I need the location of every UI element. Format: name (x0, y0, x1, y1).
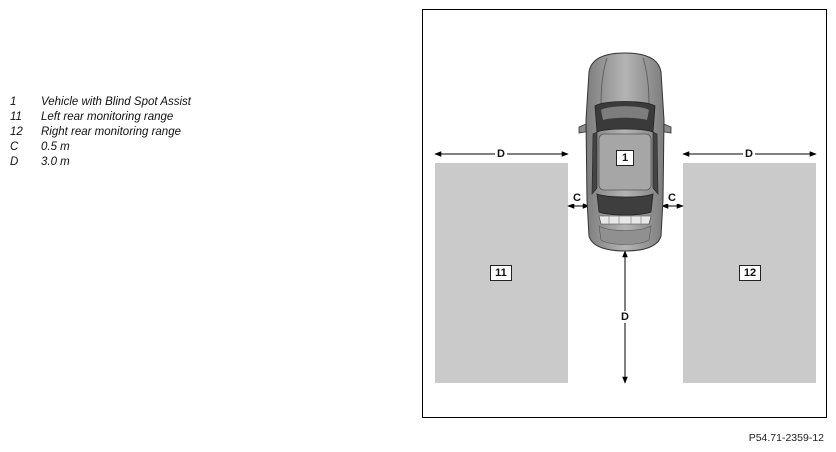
dimension-c-left-label: C (571, 192, 583, 204)
diagram-frame: 1 11 12 D D C C D (422, 9, 827, 418)
figure-id: P54.71-2359-12 (748, 432, 824, 444)
legend-key: 11 (10, 111, 22, 123)
legend-key: 12 (10, 126, 23, 138)
legend-description: Vehicle with Blind Spot Assist (41, 96, 191, 108)
legend-description: Right rear monitoring range (41, 126, 181, 138)
dimension-c-right-label: C (666, 192, 678, 204)
legend-description: 0.5 m (41, 141, 70, 153)
dimension-d-rear-label: D (619, 311, 631, 323)
diagram-graphics (434, 52, 817, 384)
right-zone-callout: 12 (739, 265, 761, 281)
legend-key: D (10, 156, 19, 168)
legend-description: Left rear monitoring range (41, 111, 174, 123)
legend-key: C (10, 141, 19, 153)
left-zone-callout: 11 (490, 265, 512, 281)
dimension-d-left-label: D (495, 148, 507, 160)
legend-key: 1 (10, 96, 17, 108)
legend-description: 3.0 m (41, 156, 70, 168)
dimension-d-right-label: D (743, 148, 755, 160)
vehicle-callout: 1 (616, 150, 634, 166)
